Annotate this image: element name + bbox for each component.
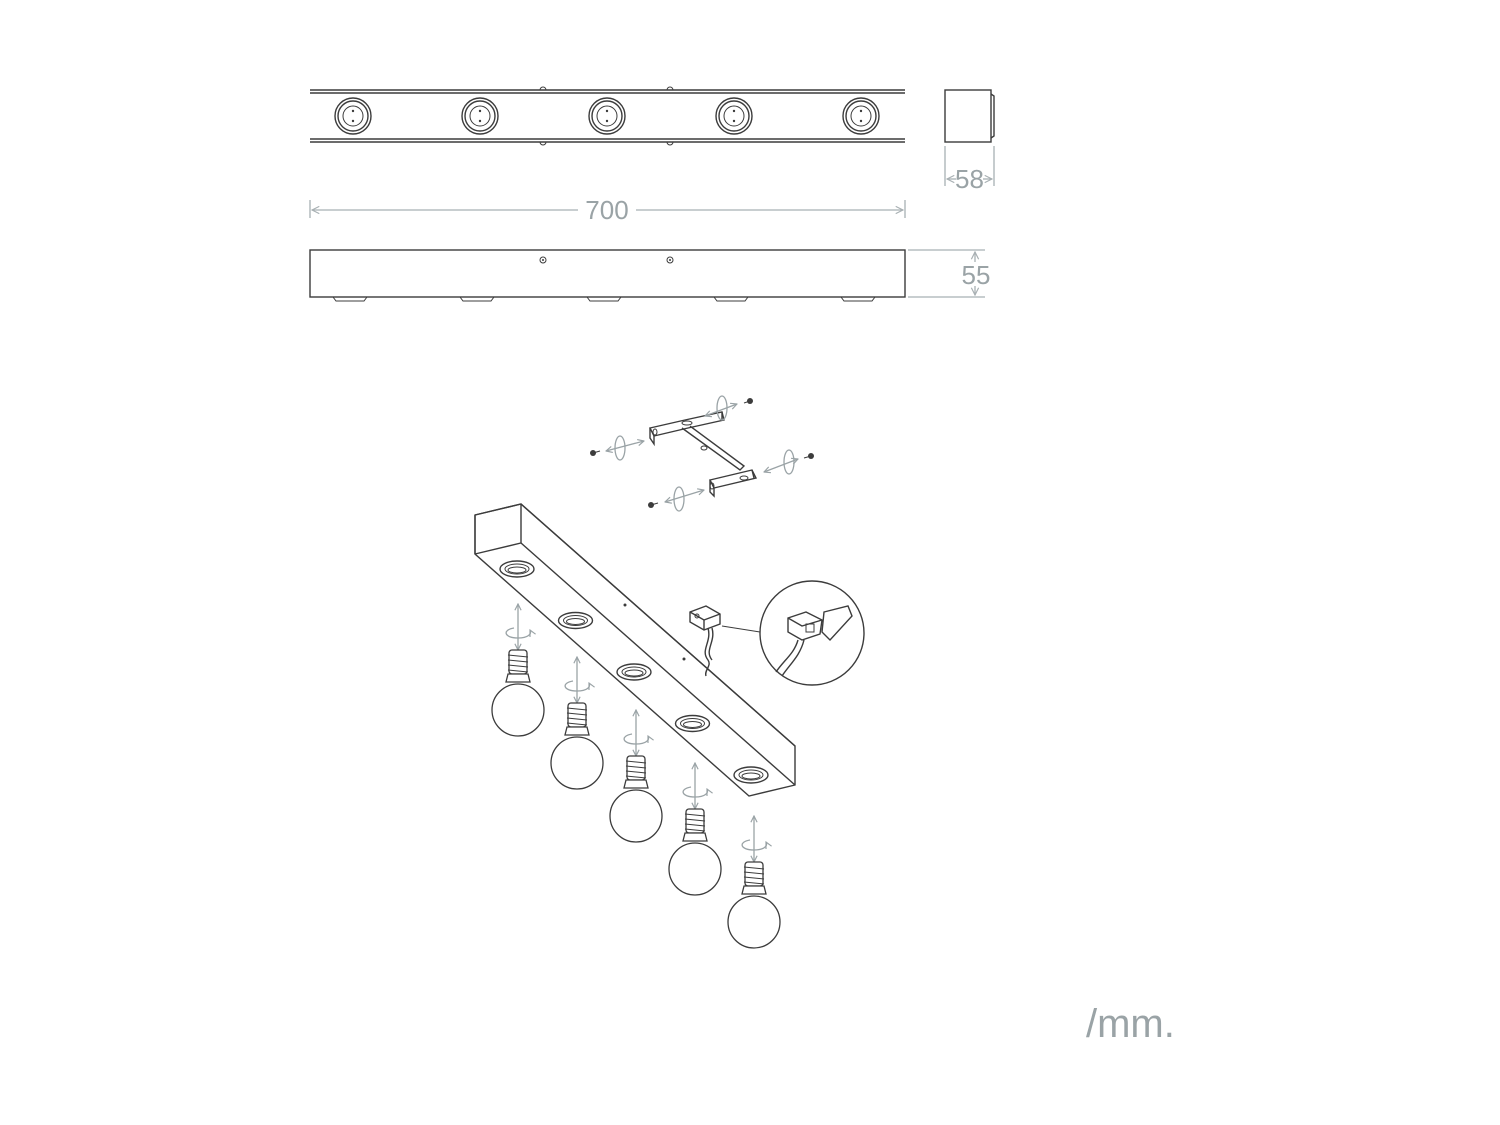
height-dimension: 55 (908, 249, 991, 298)
depth-label: 58 (955, 164, 984, 194)
top-socket (334, 97, 372, 135)
units-label: /mm. (1086, 1002, 1175, 1046)
bulb (609, 710, 663, 843)
iso-socket (733, 766, 769, 784)
front-lamp-ring (586, 296, 622, 302)
top-socket (461, 97, 499, 135)
height-label: 55 (962, 260, 991, 290)
top-socket (715, 97, 753, 135)
screw-1 (705, 395, 753, 421)
mounting-bracket (648, 411, 758, 498)
bulb (668, 763, 722, 896)
iso-socket (499, 560, 535, 578)
connector (689, 605, 761, 677)
bulb (727, 816, 781, 949)
bulbs (491, 604, 781, 949)
top-view-sockets (334, 97, 880, 135)
light-bar-isometric (474, 503, 796, 797)
end-view (944, 89, 995, 143)
front-lamp-ring (459, 296, 495, 302)
screw-3 (764, 449, 814, 475)
front-view-lamp-rings (332, 296, 876, 302)
depth-dimension: 58 (944, 146, 995, 194)
length-dimension: 700 (309, 195, 906, 225)
top-socket (588, 97, 626, 135)
iso-socket (674, 714, 711, 733)
front-lamp-ring (840, 296, 876, 302)
length-label: 700 (585, 195, 628, 225)
iso-socket (557, 611, 594, 630)
front-lamp-ring (332, 296, 368, 302)
top-socket (842, 97, 880, 135)
screw-4 (648, 486, 704, 512)
top-view (310, 86, 905, 146)
bulb (550, 657, 604, 790)
bulb (491, 604, 545, 737)
iso-socket (616, 663, 652, 681)
screw-2 (590, 435, 644, 461)
screws (590, 395, 814, 512)
light-bar-sockets (499, 560, 769, 784)
front-view (309, 249, 906, 302)
connector-detail-callout (759, 580, 865, 686)
front-lamp-ring (713, 296, 749, 302)
